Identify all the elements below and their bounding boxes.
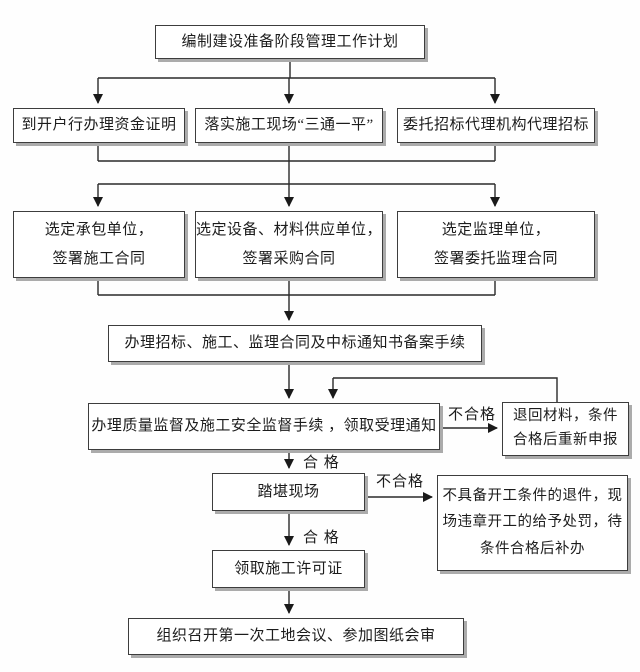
node-contractor-line1: 选定承包单位， <box>44 222 154 239</box>
node-supplier-line2: 签署采购合同 <box>242 250 336 267</box>
edge-label-qualified-2: 合 格 <box>303 530 340 546</box>
node-quality-supervision: 办理质量监督及施工安全监督手续 ，领取受理通知 <box>88 403 440 450</box>
node-return-materials-line2: 合格后重新申报 <box>513 432 618 449</box>
node-permit-text: 领取施工许可证 <box>234 560 343 577</box>
node-reject-handling: 不具备开工条件的退件，现 场违章开工的给予处罚，待 条件合格后补办 <box>437 475 628 571</box>
node-bid-agency: 委托招标代理机构代理招标 <box>397 108 595 143</box>
edge-label-qualified-1: 合 格 <box>303 455 340 471</box>
node-first-meeting-text: 组织召开第一次工地会议、参加图纸会审 <box>156 628 436 645</box>
connector-row3-merge <box>97 278 496 296</box>
node-plan: 编制建设准备阶段管理工作计划 <box>155 25 425 59</box>
node-supplier-line1: 选定设备、材料供应单位， <box>196 222 383 239</box>
connector-row2-merge-distribute <box>97 143 496 185</box>
node-fund-proof-text: 到开户行办理资金证明 <box>21 117 177 134</box>
node-supervision-unit: 选定监理单位， 签署委托监理合同 <box>397 211 595 278</box>
edge-label-unqualified-1: 不合格 <box>448 407 497 423</box>
node-return-materials: 退回材料，条件 合格后重新申报 <box>502 402 629 456</box>
node-supervision-unit-line2: 签署委托监理合同 <box>433 250 558 267</box>
node-supervision-unit-line1: 选定监理单位， <box>441 222 551 239</box>
node-quality-supervision-text: 办理质量监督及施工安全监督手续 ，领取受理通知 <box>91 418 437 435</box>
node-permit: 领取施工许可证 <box>212 550 365 588</box>
node-site-prep: 落实施工现场“三通一平” <box>195 108 383 143</box>
node-filing: 办理招标、施工、监理合同及中标通知书备案手续 <box>108 325 482 362</box>
node-contractor: 选定承包单位， 签署施工合同 <box>13 211 185 278</box>
node-first-meeting: 组织召开第一次工地会议、参加图纸会审 <box>128 618 464 655</box>
node-reject-handling-line3: 条件合格后补办 <box>480 540 585 557</box>
node-site-prep-text: 落实施工现场“三通一平” <box>204 117 374 134</box>
node-plan-text: 编制建设准备阶段管理工作计划 <box>181 33 399 50</box>
connector-plan-distributor <box>98 59 495 79</box>
node-supplier: 选定设备、材料供应单位， 签署采购合同 <box>195 211 383 278</box>
connector-return-feedback <box>333 377 558 402</box>
node-reject-handling-line2: 场违章开工的给予处罚，待 <box>442 514 623 531</box>
edge-label-unqualified-2: 不合格 <box>376 474 425 490</box>
node-return-materials-line1: 退回材料，条件 <box>513 408 618 425</box>
node-fund-proof: 到开户行办理资金证明 <box>13 108 185 143</box>
node-site-visit-text: 踏堪现场 <box>257 483 320 500</box>
node-bid-agency-text: 委托招标代理机构代理招标 <box>402 117 589 134</box>
node-reject-handling-line1: 不具备开工条件的退件，现 <box>442 487 623 504</box>
node-site-visit: 踏堪现场 <box>212 473 365 511</box>
node-contractor-line2: 签署施工合同 <box>52 250 146 267</box>
node-filing-text: 办理招标、施工、监理合同及中标通知书备案手续 <box>124 335 466 352</box>
